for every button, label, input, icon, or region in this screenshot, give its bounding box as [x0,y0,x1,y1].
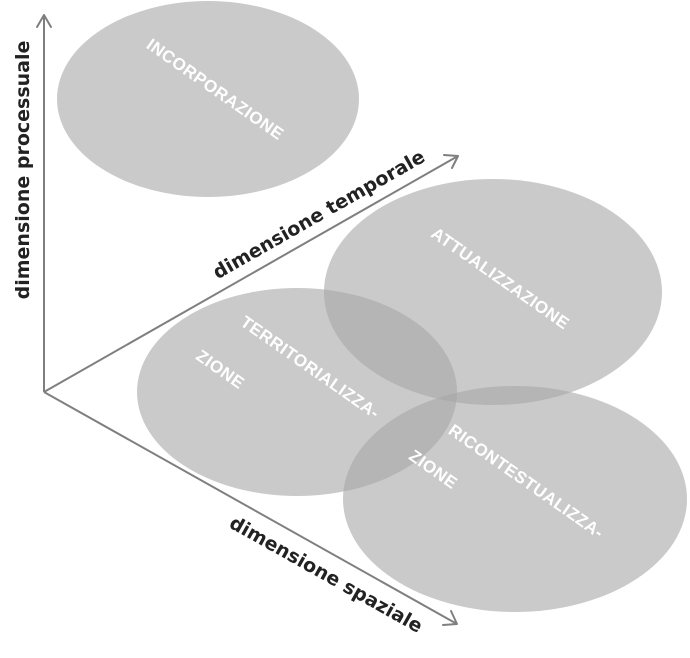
axis-diagonal-up [43,154,459,393]
axis-diagonal-down [43,391,458,626]
bubble-ricontestualizzazione [343,386,687,612]
bubble-incorporazione [57,1,359,197]
axis-vertical [36,14,52,392]
axis-label-vertical: dimensione processuale [12,41,34,300]
